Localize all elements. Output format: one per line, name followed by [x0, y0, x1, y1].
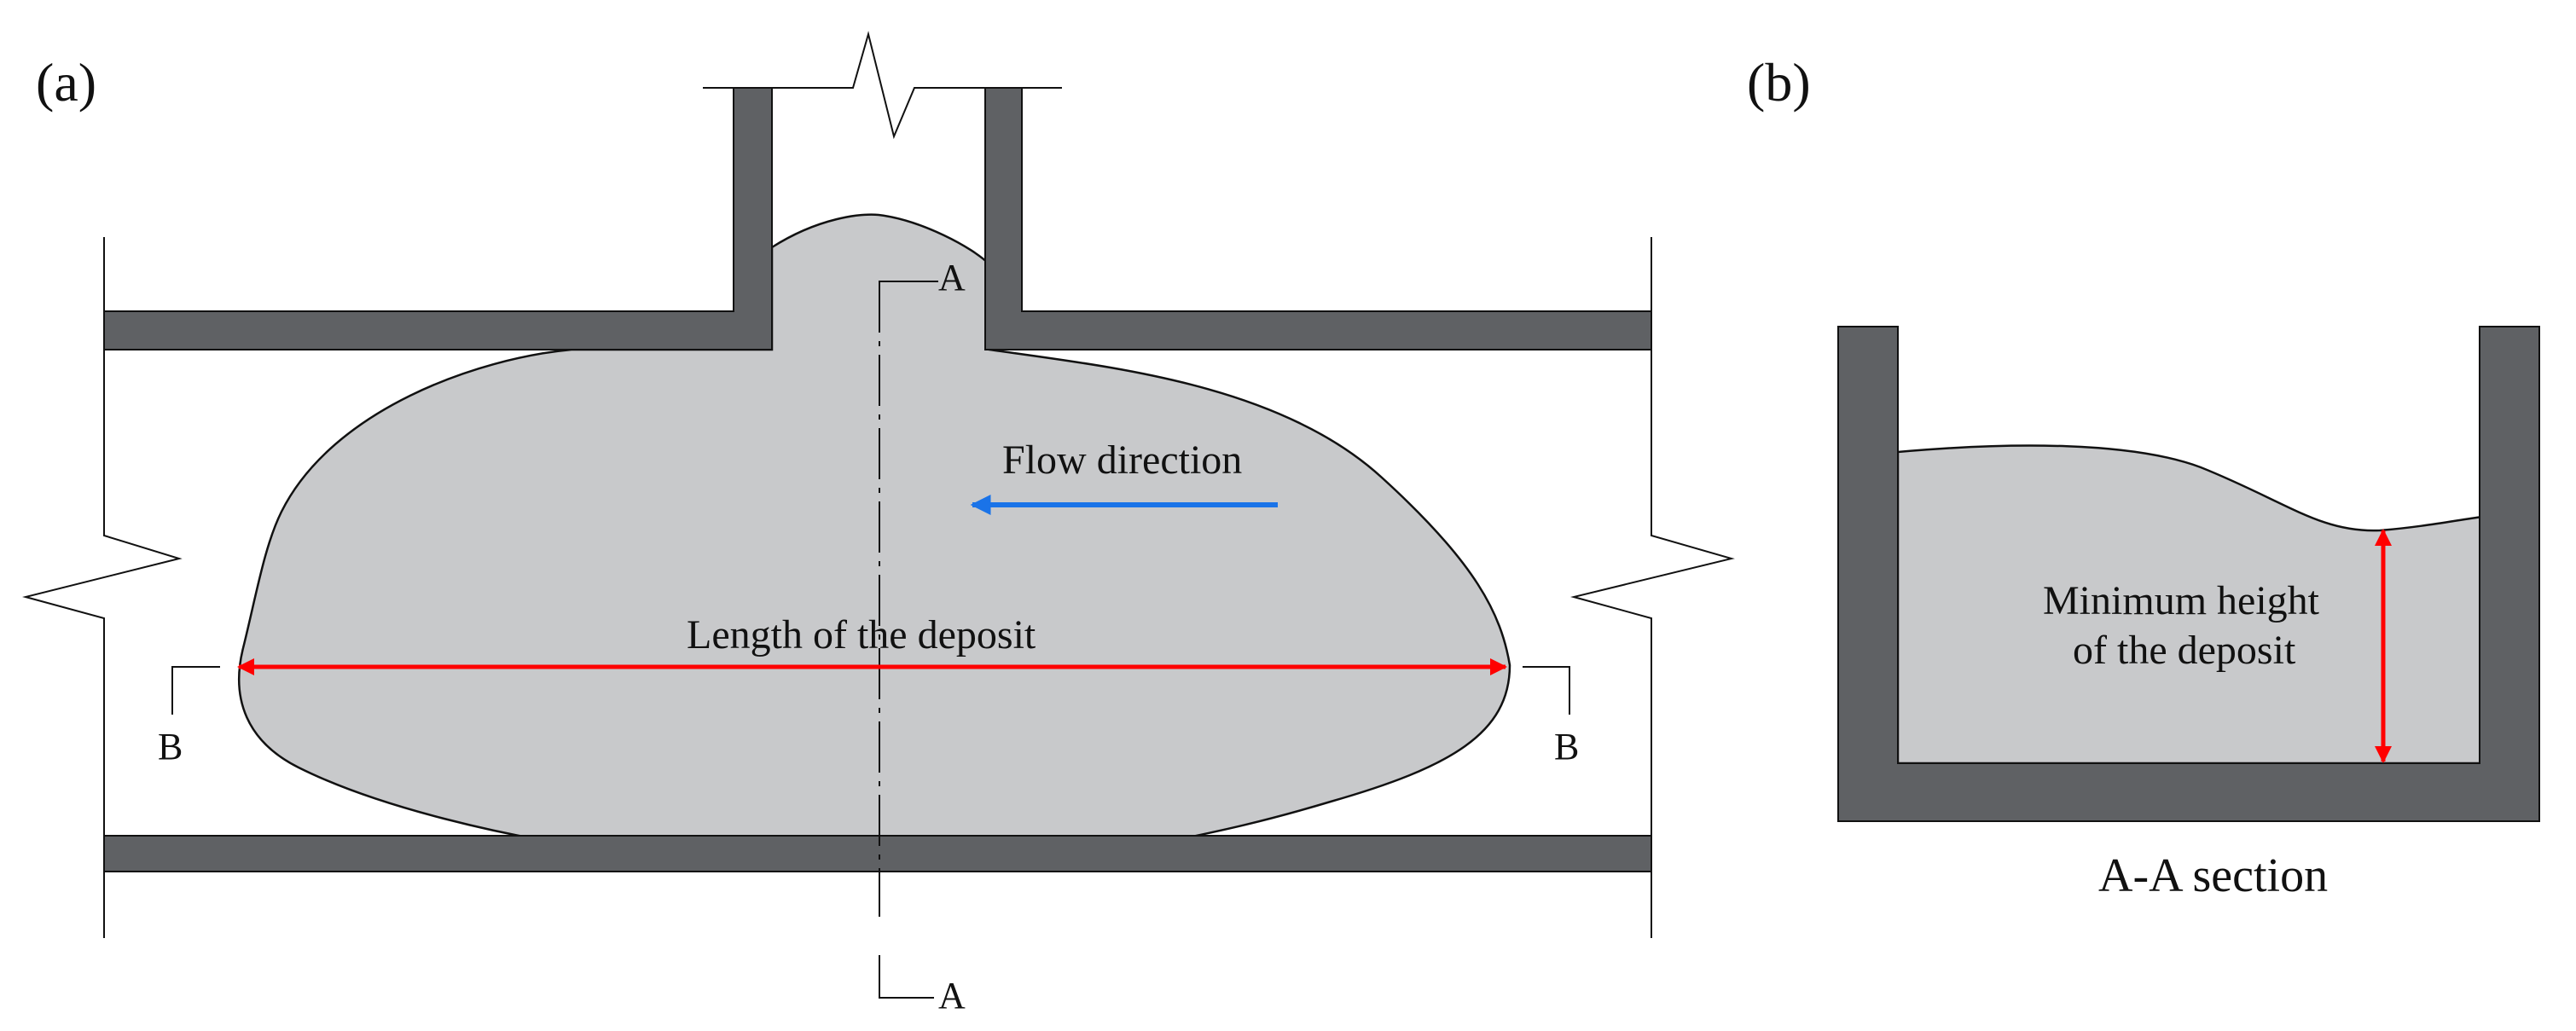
channel-edge-lines [22, 31, 1735, 938]
min-height-label-line2: of the deposit [2073, 628, 2296, 673]
section-marks-b [171, 666, 1570, 715]
length-dimension-label: Length of the deposit [687, 612, 1036, 657]
section-channel-wall [1837, 326, 2540, 822]
section-line-a-a [879, 281, 938, 999]
min-height-label-line1: Minimum height [2043, 578, 2320, 623]
section-caption: A-A section [2098, 849, 2328, 902]
upper-wall-left [103, 87, 773, 350]
deposit-plan-area [237, 213, 1511, 846]
panel-a: A A B B Flow direction Length of the dep… [22, 31, 1735, 1017]
lower-wall [103, 835, 1652, 872]
panel-b: Minimum height of the deposit A-A sectio… [1747, 52, 2540, 902]
section-label-a-top: A [938, 257, 966, 298]
section-label-b-right: B [1554, 726, 1579, 767]
section-label-b-left: B [158, 726, 183, 767]
upper-wall-right [984, 87, 1652, 350]
pipe-walls [103, 87, 1652, 872]
panel-a-tag: (a) [36, 52, 96, 113]
deposit-section-area [1896, 444, 2484, 765]
flow-direction-label: Flow direction [1002, 437, 1242, 483]
section-label-a-bottom: A [938, 975, 966, 1017]
panel-b-tag: (b) [1747, 52, 1811, 113]
